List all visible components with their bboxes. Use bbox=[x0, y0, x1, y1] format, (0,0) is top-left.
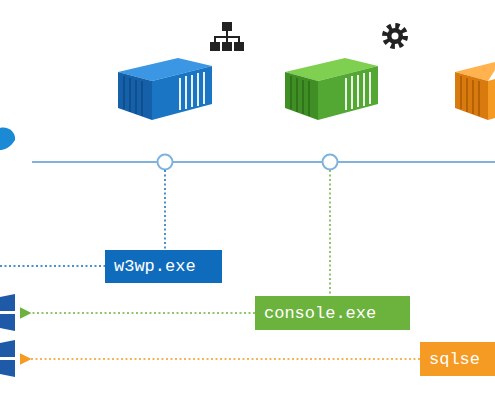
process-leader bbox=[164, 170, 166, 250]
windows-logo bbox=[0, 340, 15, 377]
network-icon bbox=[210, 22, 244, 51]
junction-circle bbox=[158, 155, 173, 170]
process-leader bbox=[0, 265, 105, 267]
orange-container bbox=[455, 62, 495, 120]
gear-icon bbox=[385, 26, 405, 46]
green-container bbox=[285, 58, 378, 120]
process-arrow bbox=[30, 312, 255, 314]
blue-container bbox=[118, 58, 212, 120]
process-box: console.exe bbox=[255, 296, 410, 330]
process-name: console.exe bbox=[264, 304, 376, 323]
network-line bbox=[32, 161, 495, 163]
windows-logo bbox=[0, 294, 15, 331]
process-name: w3wp.exe bbox=[114, 257, 196, 276]
junction-circle bbox=[323, 155, 338, 170]
process-arrow bbox=[30, 358, 420, 360]
process-leader bbox=[329, 170, 331, 296]
process-name: sqlse bbox=[429, 350, 480, 369]
leaf-shape bbox=[0, 128, 15, 150]
process-box: sqlse bbox=[420, 342, 495, 376]
process-box: w3wp.exe bbox=[105, 250, 222, 283]
